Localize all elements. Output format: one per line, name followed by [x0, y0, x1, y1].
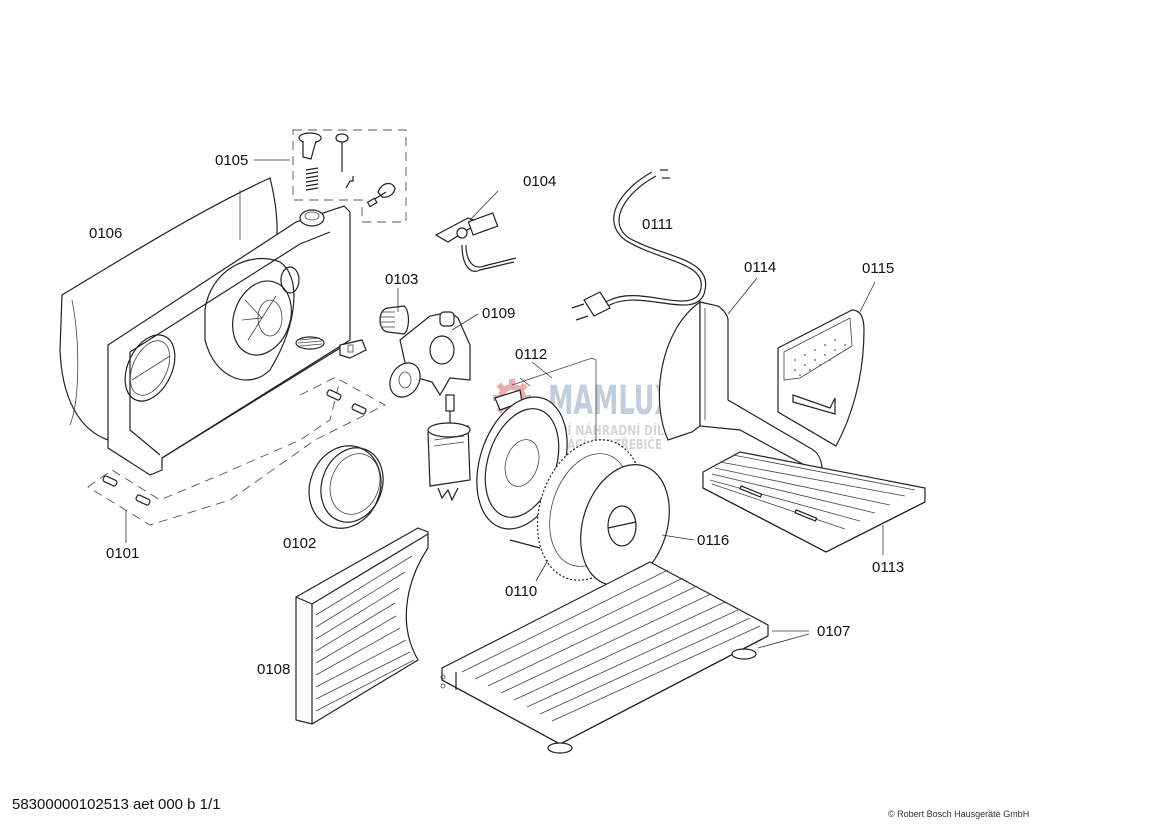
label-0103[interactable]: 0103 — [385, 271, 418, 288]
label-0104[interactable]: 0104 — [523, 173, 556, 190]
part-0116-blade-cover[interactable] — [520, 426, 684, 597]
label-0101[interactable]: 0101 — [106, 545, 139, 562]
part-0115-pusher[interactable] — [777, 309, 865, 447]
label-0116[interactable]: 0116 — [697, 532, 729, 549]
drawing-id: 58300000102513 aet 000 b 1/1 — [12, 796, 221, 813]
part-0101-feet[interactable] — [87, 374, 386, 526]
label-0109[interactable]: 0109 — [482, 305, 515, 322]
label-0115[interactable]: 0115 — [862, 260, 894, 277]
part-0105-button-kit[interactable] — [292, 129, 407, 223]
watermark-brand: MAMLUX — [548, 378, 674, 424]
label-0114[interactable]: 0114 — [744, 259, 776, 276]
label-0111[interactable]: 0111 — [642, 216, 673, 233]
label-0105[interactable]: 0105 — [215, 152, 248, 169]
label-0107[interactable]: 0107 — [817, 623, 850, 640]
part-0108-side-panel[interactable] — [295, 527, 429, 725]
part-0104-switch[interactable] — [434, 212, 517, 272]
part-motor[interactable] — [427, 394, 471, 502]
part-0106-housing[interactable] — [59, 177, 367, 476]
part-0103-gear[interactable] — [379, 305, 410, 335]
part-0111-power-cord[interactable] — [571, 169, 707, 321]
part-0113-tray[interactable] — [702, 451, 926, 553]
label-0102[interactable]: 0102 — [283, 535, 316, 552]
label-0106[interactable]: 0106 — [89, 225, 122, 242]
label-0108[interactable]: 0108 — [257, 661, 290, 678]
label-0110[interactable]: 0110 — [505, 583, 537, 600]
part-0109-gear-housing[interactable] — [384, 311, 471, 403]
label-0112[interactable]: 0112 — [515, 346, 547, 363]
part-0114-holder[interactable] — [658, 300, 823, 493]
copyright-notice: © Robert Bosch Hausgeräte GmbH — [888, 809, 1030, 819]
label-0113[interactable]: 0113 — [872, 559, 904, 576]
part-labels: 0105 0106 0104 0111 0114 0115 0103 0109 … — [89, 152, 904, 678]
part-0107-base-plate[interactable] — [440, 561, 769, 754]
leader-lines — [125, 159, 884, 649]
part-0102-ring[interactable] — [298, 436, 393, 539]
